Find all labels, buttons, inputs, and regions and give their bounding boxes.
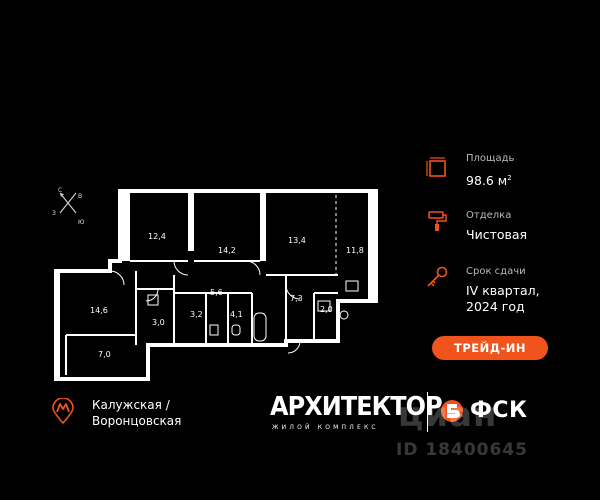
room-area-label: 3,2 — [190, 310, 203, 319]
area-unit-superscript: 2 — [507, 174, 512, 182]
paint-roller-icon — [428, 211, 447, 231]
metro-station-line2: Воронцовская — [92, 414, 182, 428]
compass-arrows-icon — [59, 192, 77, 214]
room-area-label: 2,0 — [320, 305, 333, 314]
room-area-label: 3,0 — [152, 318, 165, 327]
floor-plan — [54, 189, 378, 381]
brand-subtitle: ЖИЛОЙ КОМПЛЕКС — [272, 424, 379, 431]
room-area-label: 14,2 — [218, 246, 236, 255]
door-arcs — [109, 260, 301, 354]
wall-block — [188, 191, 194, 251]
area-label: Площадь — [466, 153, 515, 164]
finish-value: Чистовая — [466, 227, 528, 242]
finish-label: Отделка — [466, 210, 512, 221]
deadline-label: Срок сдачи — [466, 266, 526, 277]
room-area-label: 14,6 — [90, 306, 108, 315]
brand-divider — [427, 392, 428, 432]
wall-block — [260, 191, 266, 261]
compass-west: З — [52, 210, 56, 217]
area-value: 98.6 м2 — [466, 170, 512, 189]
listing-id: ID 18400645 — [396, 440, 528, 460]
deadline-line1: IV квартал, — [466, 283, 540, 298]
watermark-text: циан — [398, 395, 498, 435]
area-value-text: 98.6 м — [466, 173, 508, 189]
room-area-label: 11,8 — [346, 246, 364, 255]
compass-south: Ю — [78, 219, 85, 226]
trade-in-button[interactable]: ТРЕЙД-ИН — [432, 336, 548, 360]
compass: С В Ю З — [50, 185, 100, 226]
room-area-label: 7,3 — [290, 294, 303, 303]
metro-icon — [52, 398, 74, 424]
fixtures — [147, 280, 359, 342]
wall-block — [120, 191, 130, 261]
wall-block — [368, 191, 376, 301]
brand-name: АРХИТЕКТОР — [270, 392, 443, 422]
compass-north: С — [58, 187, 63, 194]
key-icon — [427, 266, 448, 287]
room-area-label: 4,1 — [230, 310, 243, 319]
window-wall — [56, 271, 60, 379]
room-area-label: 5,6 — [210, 288, 223, 297]
interior-walls — [65, 260, 338, 375]
developer-logo-icon — [441, 400, 463, 422]
compass-east: В — [78, 193, 83, 200]
metro-station-line1: Калужская / — [92, 398, 170, 412]
room-area-label: 7,0 — [98, 350, 111, 359]
room-area-label: 12,4 — [148, 232, 166, 241]
deadline-line2: 2024 год — [466, 299, 525, 314]
room-area-label: 13,4 — [288, 236, 306, 245]
developer-name: ФСК — [470, 398, 528, 423]
outer-wall — [54, 189, 378, 381]
area-icon — [426, 157, 446, 177]
